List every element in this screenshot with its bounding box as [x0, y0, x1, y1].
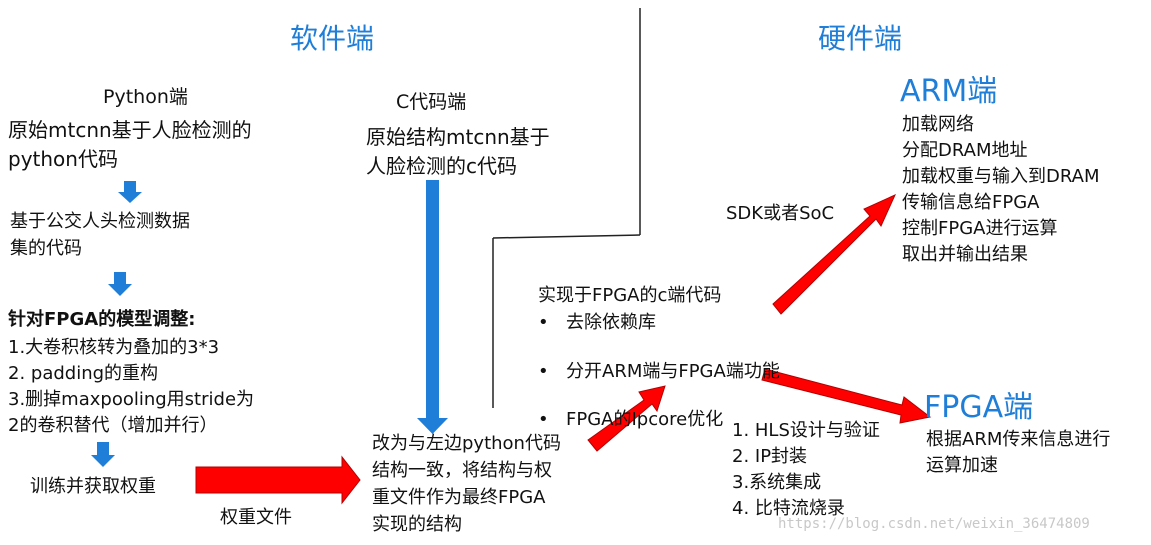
arm-item-4: 传输信息给FPGA [902, 192, 1040, 213]
adjust-item-3: 3.删掉maxpooling用stride为 [8, 389, 255, 410]
arm-item-2: 分配DRAM地址 [902, 140, 1028, 161]
long-blue-arrow [417, 180, 448, 434]
hls-step-2: 2. IP封装 [732, 446, 808, 467]
dataset-line2: 集的代码 [10, 238, 82, 259]
c-original-line2: 人脸检测的c代码 [366, 154, 517, 178]
red-arrow-weights [195, 455, 361, 505]
fpga-c-title: 实现于FPGA的c端代码 [538, 285, 722, 306]
python-original-line1: 原始mtcnn基于人脸检测的 [8, 118, 252, 142]
adjust-item-4: 2的卷积替代（增加并行） [8, 415, 218, 436]
hardware-header: 硬件端 [818, 22, 903, 55]
weights-file-label: 权重文件 [220, 507, 292, 528]
fpga-c-item-3: FPGA的Ipcore优化 [538, 409, 1151, 431]
final-line3: 重文件作为最终FPGA [372, 487, 546, 508]
down-arrow-3 [91, 442, 115, 467]
hls-step-4: 4. 比特流烧录 [732, 498, 845, 519]
fpga-c-item-1: 去除依赖库 [538, 312, 1151, 334]
final-line4: 实现的结构 [372, 514, 462, 535]
adjust-item-1: 1.大卷积核转为叠加的3*3 [8, 337, 220, 358]
sdk-label: SDK或者SoC [726, 203, 835, 224]
red-arrow-to-arm [772, 193, 897, 315]
arm-item-3: 加载权重与输入到DRAM [902, 166, 1100, 187]
watermark: https://blog.csdn.net/weixin_36474809 [778, 516, 1090, 532]
c-title: C代码端 [396, 91, 467, 113]
hls-step-1: 1. HLS设计与验证 [732, 420, 880, 441]
fpga-c-item-2: 分开ARM端与FPGA端功能 [538, 361, 1151, 383]
train-label: 训练并获取权重 [30, 476, 156, 497]
fpga-title: FPGA端 [924, 390, 1034, 425]
down-arrow-2 [108, 272, 132, 296]
fpga-item-2: 运算加速 [926, 455, 998, 476]
arm-title: ARM端 [900, 74, 998, 109]
arm-item-5: 控制FPGA进行运算 [902, 218, 1058, 239]
software-header: 软件端 [290, 22, 375, 55]
down-arrow-1 [118, 181, 142, 203]
dataset-line1: 基于公交人头检测数据 [10, 211, 190, 232]
adjust-title: 针对FPGA的模型调整: [8, 309, 196, 330]
adjust-item-2: 2. padding的重构 [8, 363, 159, 384]
arm-item-1: 加载网络 [902, 114, 974, 135]
hls-step-3: 3.系统集成 [732, 472, 822, 493]
final-line1: 改为与左边python代码 [372, 433, 561, 454]
arm-item-6: 取出并输出结果 [902, 244, 1028, 265]
c-original-line1: 原始结构mtcnn基于 [366, 125, 550, 149]
final-line2: 结构一致，将结构与权 [372, 460, 552, 481]
python-original-line2: python代码 [8, 147, 118, 171]
python-title: Python端 [103, 86, 188, 108]
fpga-item-1: 根据ARM传来信息进行 [926, 429, 1111, 450]
divider-horizontal [492, 234, 641, 239]
